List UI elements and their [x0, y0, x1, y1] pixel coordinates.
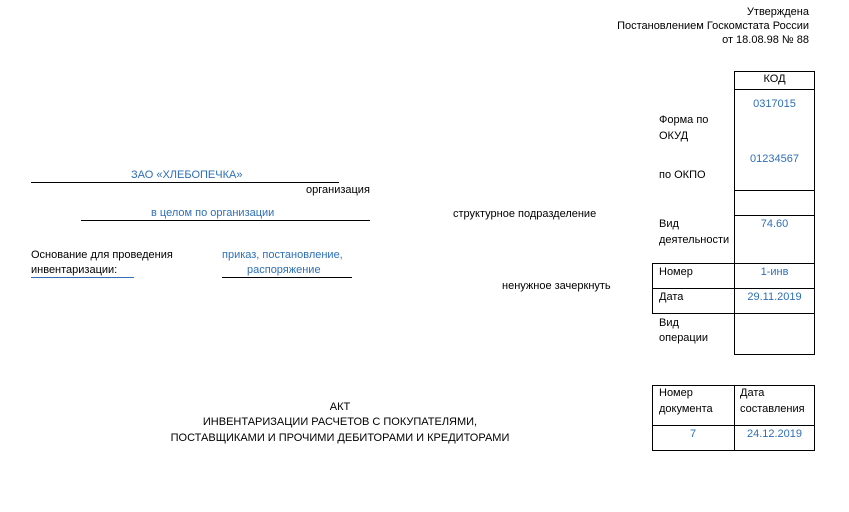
activity-value: 74.60: [760, 218, 789, 230]
date-label: Дата: [659, 291, 684, 303]
approval-line-2: Постановлением Госкомстата России: [617, 20, 809, 32]
doc-table-border: [652, 385, 815, 451]
basis-label-2: инвентаризации:: [31, 264, 118, 276]
subdivision-value: в целом по организации: [151, 207, 275, 219]
title-line-3: ПОСТАВЩИКАМИ И ПРОЧИМИ ДЕБИТОРАМИ И КРЕД…: [170, 432, 510, 444]
doc-date-value: 24.12.2019: [746, 428, 803, 440]
basis-value-1: приказ, постановление,: [222, 249, 343, 261]
doc-number-header-2: документа: [659, 403, 713, 415]
title-line-2: ИНВЕНТАРИЗАЦИИ РАСЧЕТОВ С ПОКУПАТЕЛЯМИ,: [202, 416, 478, 428]
doc-number-value: 7: [689, 428, 697, 440]
okud-label-1: Форма по: [659, 114, 709, 126]
doc-date-header-2: составления: [740, 403, 805, 415]
okud-label-2: ОКУД: [659, 130, 689, 142]
okpo-label: по ОКПО: [659, 169, 706, 181]
basis-note: ненужное зачеркнуть: [502, 280, 611, 292]
activity-label-1: Вид: [659, 218, 679, 230]
approval-line-3: от 18.08.98 № 88: [722, 34, 809, 46]
subdivision-caption: структурное подразделение: [453, 208, 597, 220]
number-value: 1-инв: [760, 266, 789, 278]
date-value: 29.11.2019: [747, 291, 802, 303]
number-label: Номер: [659, 266, 693, 278]
approval-line-1: Утверждена: [746, 6, 809, 18]
activity-label-2: деятельности: [659, 234, 730, 246]
okud-value: 0317015: [753, 98, 796, 110]
basis-value-2: распоряжение: [247, 264, 321, 276]
codes-column-border: [734, 71, 815, 355]
codes-header: КОД: [763, 73, 786, 85]
title-line-1: АКТ: [329, 401, 351, 413]
doc-number-header-1: Номер: [659, 387, 693, 399]
basis-value-underline: [222, 277, 352, 278]
basis-label-1: Основание для проведения: [31, 249, 173, 261]
subdivision-underline: [81, 220, 370, 221]
org-caption: организация: [306, 184, 370, 196]
org-name: ЗАО «ХЛЕБОПЕЧКА»: [131, 169, 243, 181]
basis-label-underline: [31, 277, 134, 278]
operation-label-1: Вид: [659, 317, 679, 329]
doc-date-header-1: Дата: [740, 387, 765, 399]
okpo-value: 01234567: [750, 153, 799, 165]
org-underline: [31, 182, 339, 183]
operation-label-2: операции: [659, 332, 709, 344]
